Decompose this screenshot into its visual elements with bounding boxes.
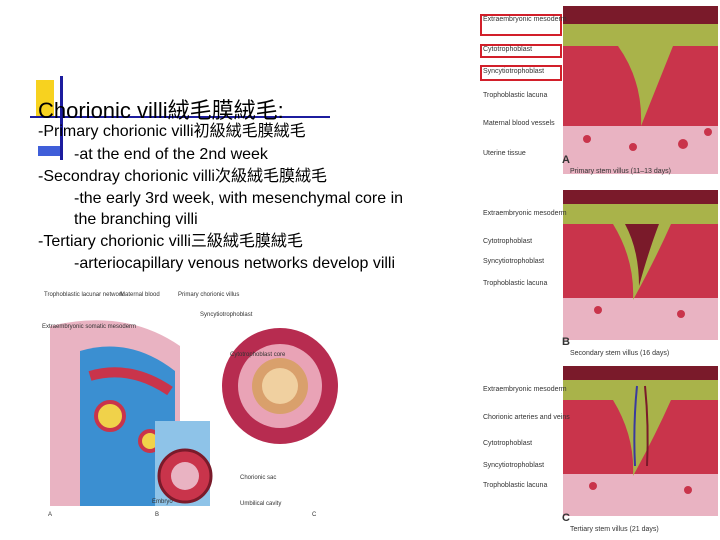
panel-a-label-uterine: Uterine tissue — [483, 150, 526, 157]
chorionic-sac-figure: Trophoblastic lacunar network Maternal b… — [40, 290, 370, 530]
panel-c-label-vessels: Chorionic arteries and veins — [483, 414, 570, 421]
bullet-tertiary-detail: -arteriocapillary venous networks develo… — [74, 255, 396, 272]
bottom-label-maternal: Maternal blood — [120, 292, 160, 298]
panel-c-illustration — [563, 366, 718, 516]
bottom-letter-a: A — [48, 512, 53, 518]
bullet-primary: -Primary chorionic villi初級絨毛膜絨毛 — [38, 123, 306, 140]
bottom-letter-c: C — [312, 512, 317, 518]
panel-a-label-syncytiotrophoblast: Syncytiotrophoblast — [483, 68, 545, 75]
slide-title-latin: Chorionic villi — [38, 98, 168, 123]
bottom-label-primary-villus: Primary chorionic villus — [178, 292, 240, 298]
panel-c-caption: Tertiary stem villus (21 days) — [570, 526, 659, 533]
highlight-box-syncytiotrophoblast — [480, 65, 562, 81]
panel-b-label-mesoderm: Extraembryonic mesoderm — [483, 210, 567, 217]
bullet-secondary: -Secondray chorionic villi次級絨毛膜絨毛 — [38, 168, 327, 185]
panel-c-label-syncytiotrophoblast: Syncytiotrophoblast — [483, 462, 545, 469]
panel-a-illustration — [563, 6, 718, 174]
slide-title-cjk: 絨毛膜絨毛: — [167, 98, 284, 123]
bottom-label-cyto-core: Cytotrophoblast core — [230, 352, 286, 358]
panel-c-letter: C — [562, 512, 570, 524]
highlight-box-extraembryonic — [480, 14, 562, 36]
highlight-box-cytotrophoblast — [480, 44, 562, 58]
chorionic-sac-illustration — [50, 320, 338, 506]
bullet-secondary-detail: -the early 3rd week, with mesenchymal co… — [74, 190, 404, 207]
bottom-label-chorionic-sac: Chorionic sac — [240, 475, 277, 481]
bullet-primary-detail: -at the end of the 2nd week — [74, 146, 268, 163]
panel-c-label-mesoderm: Extraembryonic mesoderm — [483, 386, 567, 393]
panel-a-label-cytotrophoblast: Cytotrophoblast — [483, 46, 533, 53]
bottom-label-syncytio: Syncytiotrophoblast — [200, 312, 253, 318]
title-decoration-line — [60, 76, 63, 160]
panel-b-letter: B — [562, 336, 570, 348]
slide-title: Chorionic villi絨毛膜絨毛: — [38, 93, 284, 125]
bottom-label-umbilical: Umbilical cavity — [240, 501, 282, 507]
title-underline — [30, 116, 330, 118]
panel-a-caption: Primary stem villus (11–13 days) — [570, 168, 672, 175]
panel-a-label-maternal: Maternal blood vessels — [483, 120, 555, 127]
bottom-label-somatic: Extraembryonic somatic mesoderm — [42, 324, 137, 330]
panel-a-letter: A — [562, 154, 570, 166]
panel-b-illustration — [563, 190, 718, 340]
bullet-tertiary: -Tertiary chorionic villi三級絨毛膜絨毛 — [38, 233, 303, 250]
stem-villi-figure: Extraembryonic mesoderm Cytotrophoblast … — [470, 4, 720, 536]
bottom-label-embryo: Embryo — [152, 499, 173, 505]
panel-a-label-lacuna: Trophoblastic lacuna — [483, 92, 548, 99]
bottom-label-lacunar: Trophoblastic lacunar network — [44, 292, 124, 298]
bullet-secondary-detail-cont: the branching villi — [74, 211, 198, 228]
bullet-decoration-blue — [38, 146, 60, 156]
panel-a-label-mesoderm: Extraembryonic mesoderm — [483, 16, 567, 23]
panel-c-label-cytotrophoblast: Cytotrophoblast — [483, 440, 533, 447]
panel-b-caption: Secondary stem villus (16 days) — [570, 350, 670, 357]
panel-b-label-cytotrophoblast: Cytotrophoblast — [483, 238, 533, 245]
title-decoration-yellow — [36, 80, 54, 116]
panel-c-label-lacuna: Trophoblastic lacuna — [483, 482, 548, 489]
bottom-letter-b: B — [155, 512, 160, 518]
panel-b-label-syncytiotrophoblast: Syncytiotrophoblast — [483, 258, 545, 265]
panel-b-label-lacuna: Trophoblastic lacuna — [483, 280, 548, 287]
